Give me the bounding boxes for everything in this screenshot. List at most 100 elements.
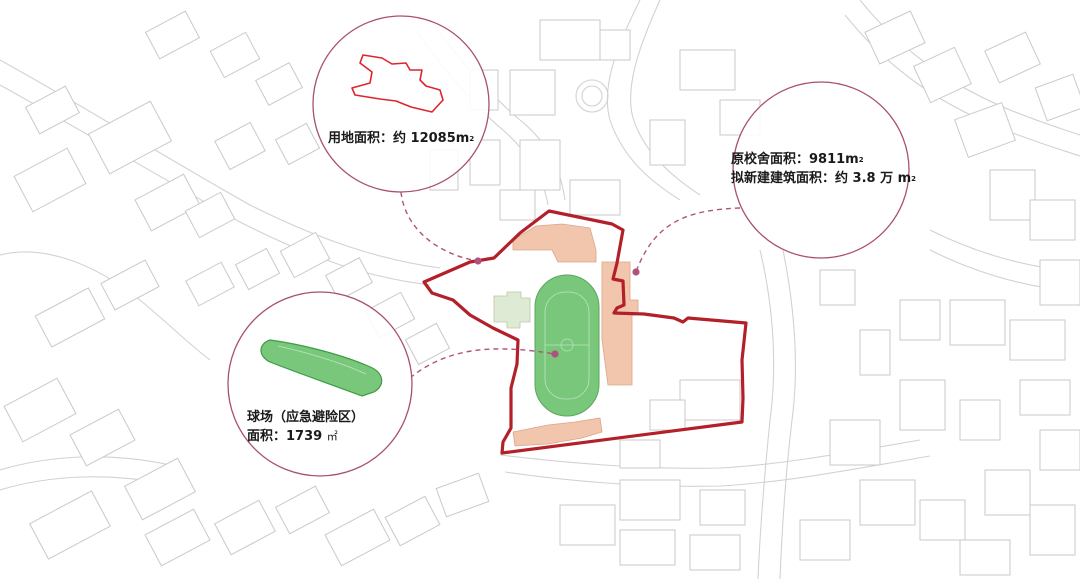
context-building	[819, 269, 856, 306]
connector-land-area	[400, 191, 479, 262]
connector-building-area	[635, 207, 741, 273]
old-building-block-north	[512, 223, 597, 263]
connector-anchors	[474, 257, 640, 358]
context-building	[1009, 319, 1066, 361]
land-area-label: 用地面积：约 12085m2	[328, 130, 474, 148]
callout-circles	[227, 15, 910, 477]
context-building	[144, 10, 201, 60]
context-building	[185, 261, 235, 307]
context-building	[859, 479, 916, 526]
callout-connectors	[400, 191, 741, 379]
context-building	[619, 529, 676, 566]
context-building	[912, 46, 973, 104]
context-building	[689, 534, 741, 571]
old-building-area-text: 原校舍面积：9811m	[731, 152, 859, 167]
new-building-area-text: 拟新建建筑面积：约 3.8 万 m	[731, 171, 912, 186]
running-track	[534, 274, 600, 417]
context-building	[519, 139, 561, 191]
context-building	[954, 102, 1016, 158]
context-building	[184, 191, 236, 239]
context-building	[144, 508, 211, 567]
context-building	[100, 259, 160, 311]
context-building	[3, 377, 77, 443]
new-building-area-label: 拟新建建筑面积：约 3.8 万 m2	[731, 170, 916, 188]
context-building	[87, 100, 173, 175]
field-area-text: 面积：1739	[247, 429, 327, 444]
context-building	[959, 399, 1001, 441]
site-boundary	[422, 209, 748, 455]
context-building	[569, 179, 621, 216]
callout-circle-field	[227, 291, 413, 477]
context-building	[384, 495, 441, 547]
context-building	[984, 31, 1041, 84]
land-area-unit-sup: 2	[469, 135, 475, 143]
context-building	[274, 485, 331, 535]
context-building	[949, 299, 1006, 346]
context-building	[599, 29, 631, 61]
anchor-dot-building	[632, 268, 640, 276]
context-building	[559, 504, 616, 546]
context-building	[29, 490, 111, 560]
context-building	[1029, 199, 1076, 241]
context-building	[899, 299, 941, 341]
context-building	[324, 508, 391, 567]
context-building	[679, 49, 736, 91]
anchor-dot-field	[551, 350, 559, 358]
surrounding-buildings	[3, 10, 1080, 576]
context-building	[619, 439, 661, 469]
context-building	[864, 10, 926, 65]
context-building	[69, 408, 136, 467]
field-thumbnail	[260, 339, 383, 397]
field-area-label: 面积：1739 ㎡	[247, 428, 338, 446]
callout-circle-building-area	[732, 81, 910, 259]
context-building	[24, 85, 81, 135]
field-area-unit: ㎡	[326, 430, 338, 443]
connector-field	[409, 348, 556, 379]
land-area-text: 用地面积：约 12085m	[328, 131, 470, 146]
context-building	[984, 469, 1031, 516]
callout-circle-land-area	[312, 15, 490, 193]
context-building	[123, 457, 197, 521]
context-building	[649, 399, 686, 431]
context-building	[919, 499, 966, 541]
context-building	[679, 379, 741, 421]
context-building	[829, 419, 881, 466]
new-building-area-unit-sup: 2	[911, 175, 917, 183]
context-building	[619, 479, 681, 521]
context-building	[1029, 504, 1076, 556]
context-building	[1019, 379, 1071, 416]
context-building	[1039, 429, 1080, 471]
context-building	[859, 329, 891, 376]
context-building	[324, 257, 374, 301]
field-title-label: 球场（应急避险区）	[247, 410, 365, 425]
site-interior	[493, 223, 639, 447]
context-building	[499, 189, 536, 221]
context-building	[134, 173, 201, 232]
context-building	[1039, 259, 1080, 306]
context-building	[509, 69, 556, 116]
new-building-block	[493, 291, 531, 329]
context-building	[539, 19, 601, 61]
old-building-block-south	[512, 417, 603, 447]
old-building-area-label: 原校舍面积：9811m2	[731, 151, 864, 169]
context-building	[649, 119, 686, 166]
context-building	[13, 147, 87, 213]
context-building	[799, 519, 851, 561]
site-outline-thumbnail	[351, 54, 444, 113]
context-building	[1034, 73, 1080, 122]
anchor-dot-land	[474, 257, 482, 265]
context-building	[234, 247, 281, 291]
context-building	[279, 231, 331, 279]
context-building	[214, 499, 276, 556]
context-building	[274, 122, 321, 166]
field-thumbnail-inner-line	[277, 345, 367, 375]
context-building	[404, 322, 451, 366]
old-building-area-unit-sup: 2	[858, 156, 864, 164]
context-building	[959, 539, 1011, 576]
context-building	[254, 62, 304, 106]
context-building	[435, 472, 490, 518]
context-building	[34, 287, 106, 348]
context-building	[899, 379, 946, 431]
